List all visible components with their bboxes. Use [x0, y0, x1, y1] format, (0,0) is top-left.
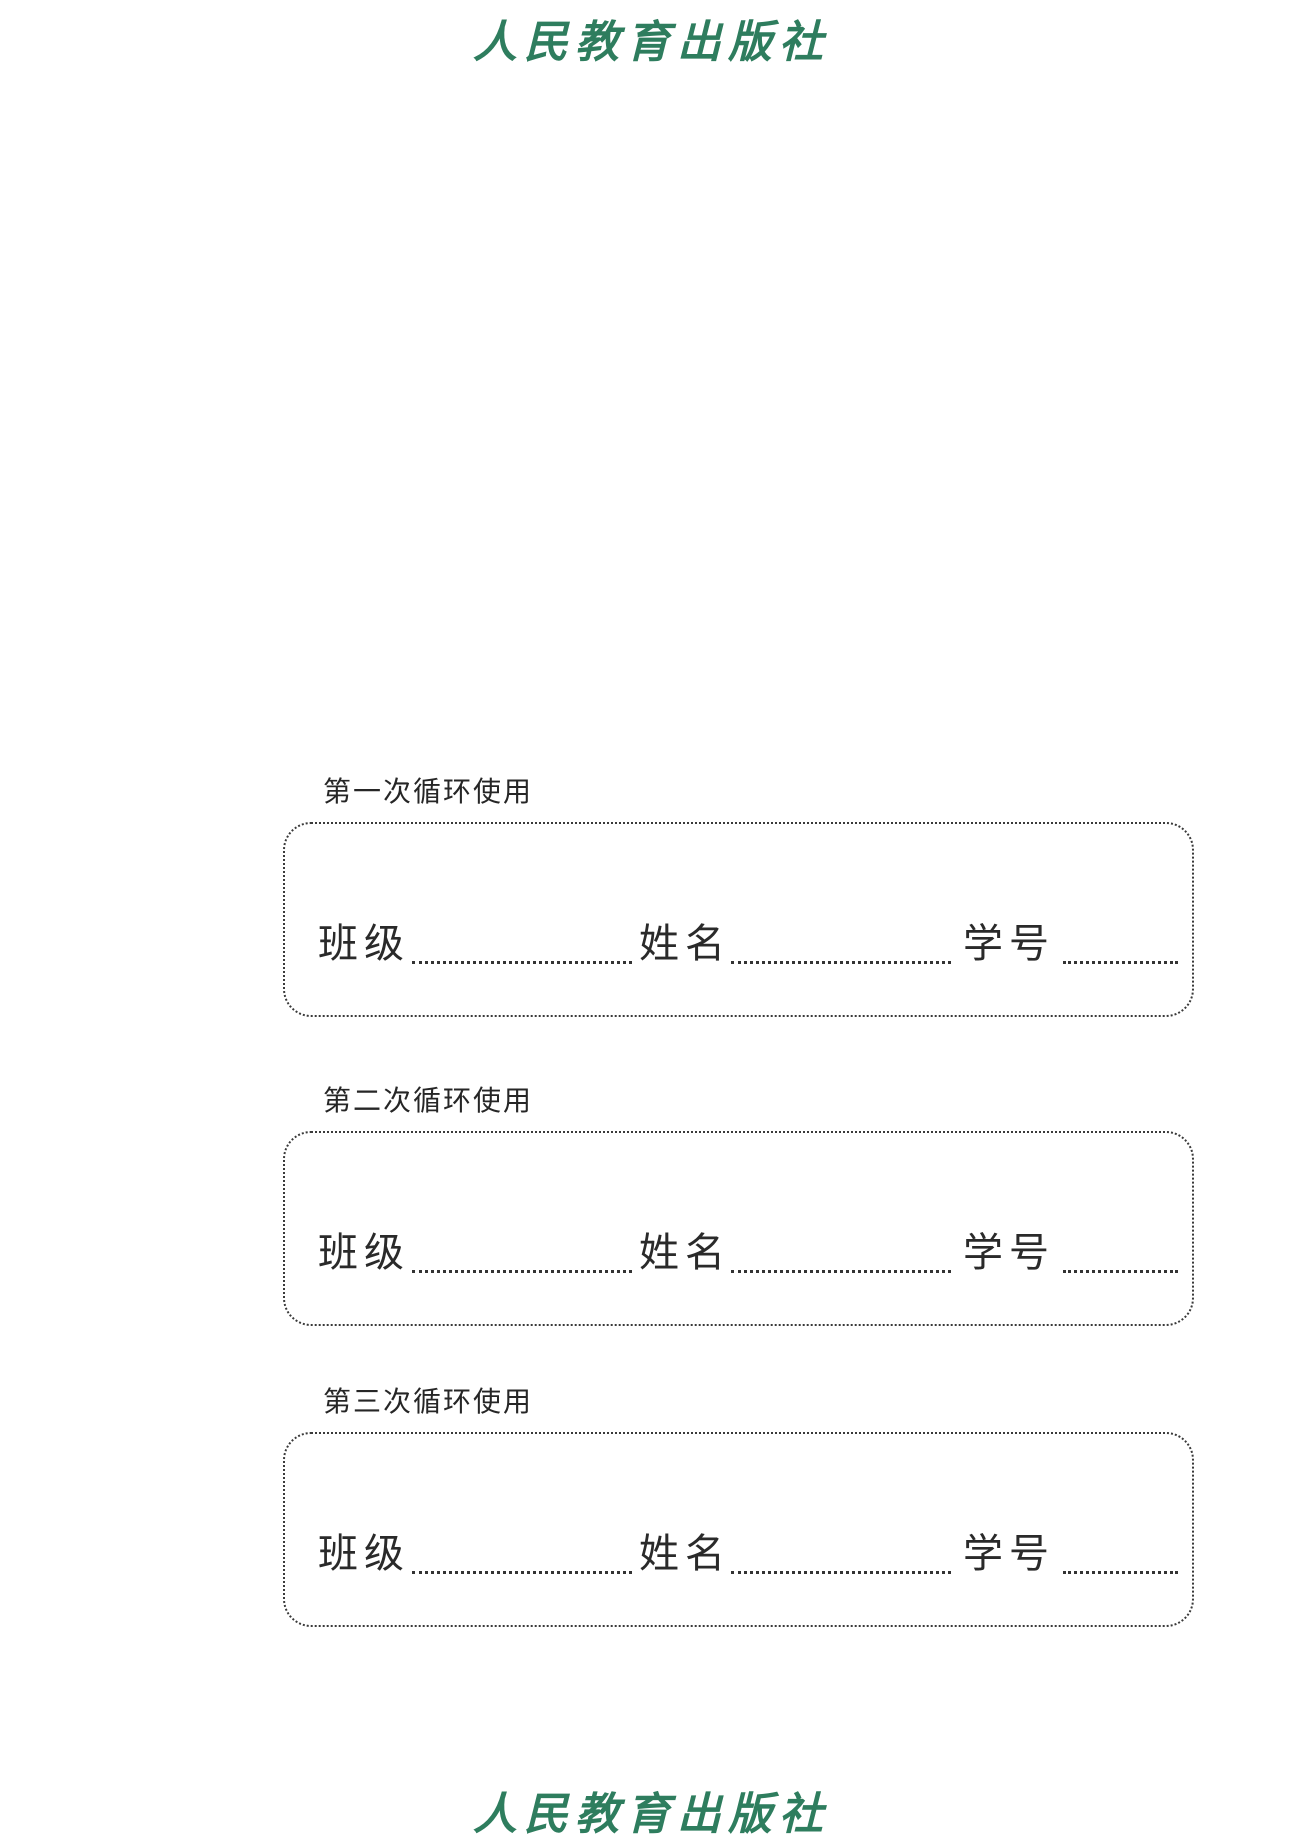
publisher-logo-bottom: 人民教育出版社 — [473, 1789, 830, 1840]
class-label: 班级 — [318, 921, 410, 967]
cycle-box-2: 班级 姓名 学号 — [283, 1131, 1194, 1326]
name-fill-line — [731, 1568, 951, 1574]
name-fill-line — [731, 1267, 951, 1273]
name-label: 姓名 — [639, 921, 731, 967]
cycle-label-1: 第一次循环使用 — [323, 775, 534, 808]
student-no-fill-line — [1063, 958, 1178, 964]
student-no-label: 学号 — [963, 921, 1055, 967]
name-label: 姓名 — [639, 1230, 731, 1276]
cycle-label-2: 第二次循环使用 — [323, 1084, 534, 1117]
cycle-box-3: 班级 姓名 学号 — [283, 1432, 1194, 1627]
student-no-fill-line — [1063, 1267, 1178, 1273]
class-label: 班级 — [318, 1531, 410, 1577]
class-fill-line — [412, 1267, 632, 1273]
cycle-label-3: 第三次循环使用 — [323, 1385, 534, 1418]
fields-row: 班级 姓名 学号 — [285, 824, 1192, 966]
publisher-logo-top: 人民教育出版社 — [473, 17, 830, 68]
name-fill-line — [731, 958, 951, 964]
class-fill-line — [412, 958, 632, 964]
student-no-label: 学号 — [963, 1230, 1055, 1276]
cycle-box-1: 班级 姓名 学号 — [283, 822, 1194, 1017]
student-no-fill-line — [1063, 1568, 1178, 1574]
class-fill-line — [412, 1568, 632, 1574]
student-no-label: 学号 — [963, 1531, 1055, 1577]
fields-row: 班级 姓名 学号 — [285, 1133, 1192, 1275]
class-label: 班级 — [318, 1230, 410, 1276]
fields-row: 班级 姓名 学号 — [285, 1434, 1192, 1576]
name-label: 姓名 — [639, 1531, 731, 1577]
